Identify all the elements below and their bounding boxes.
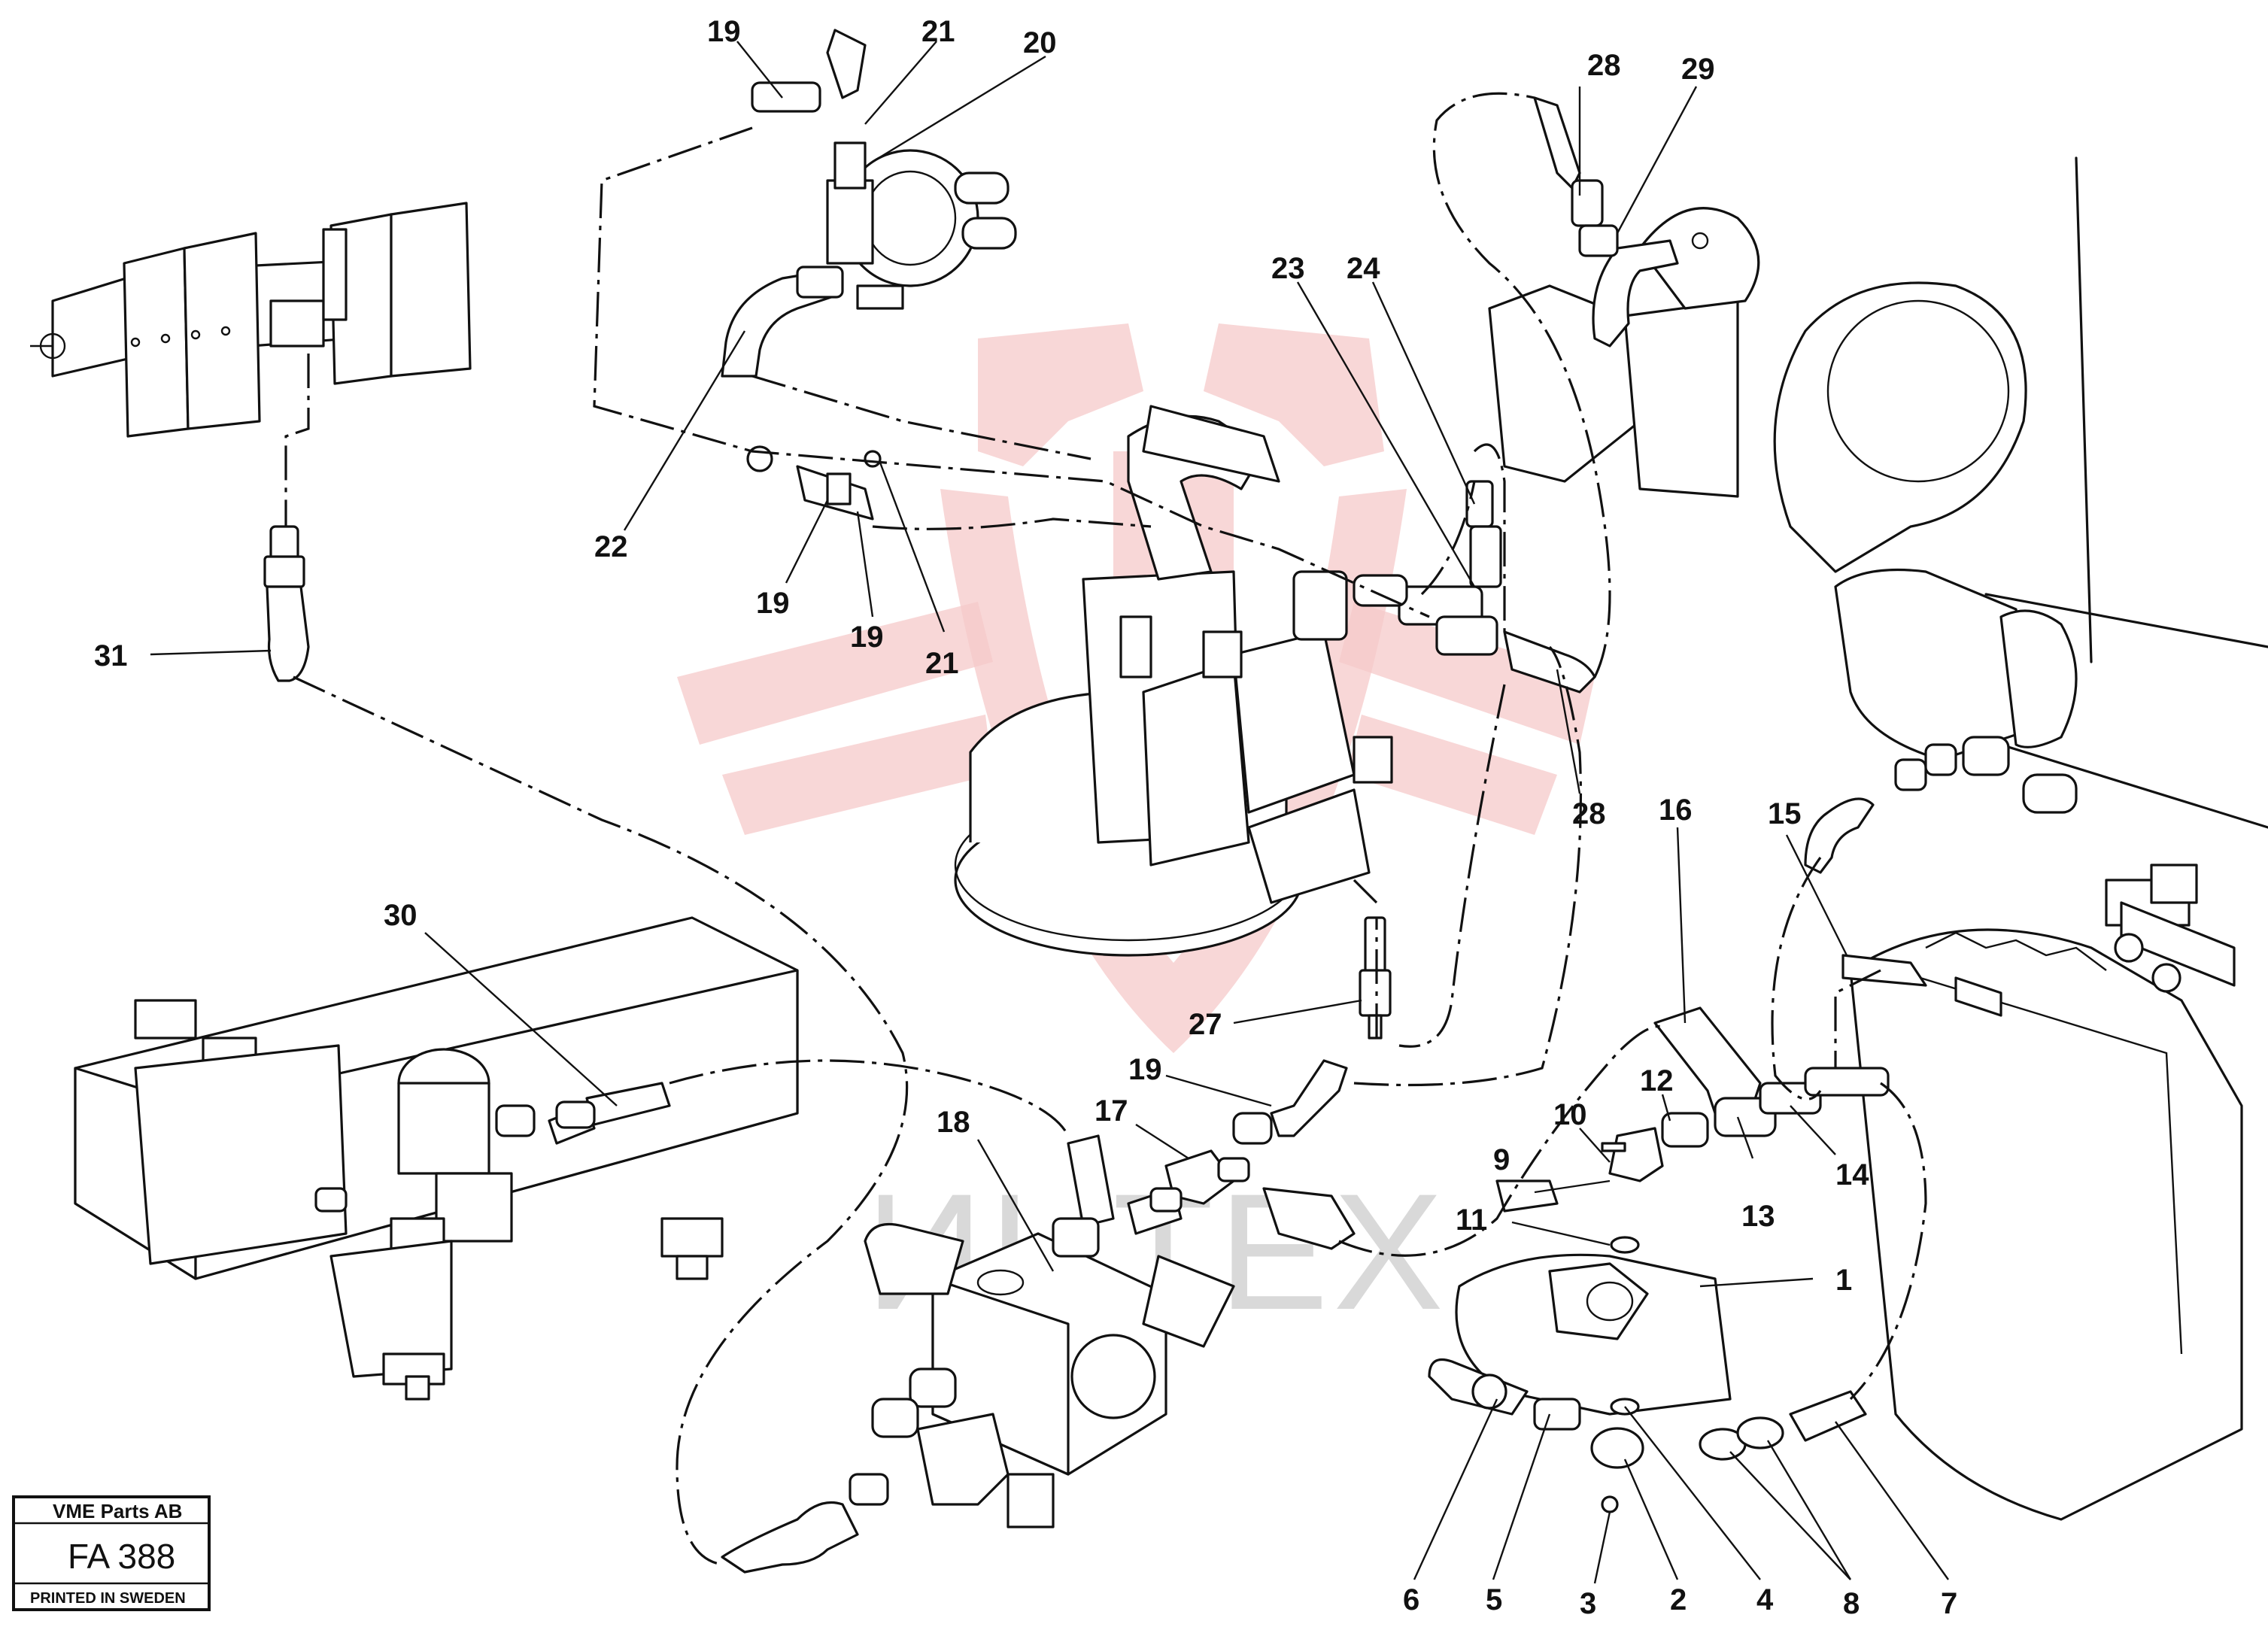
watermark-logo	[677, 323, 1595, 1053]
callout-25: 23	[1271, 252, 1305, 285]
bracket-top-right	[1488, 96, 1760, 498]
stamp-company: VME Parts AB	[53, 1500, 182, 1522]
callout-9: 9	[1493, 1143, 1510, 1176]
callout-31: 31	[94, 639, 128, 672]
callout-8: 8	[1843, 1587, 1860, 1620]
callout-5: 5	[1486, 1583, 1502, 1616]
callout-27: 27	[1189, 1008, 1222, 1041]
callout-28-top: 28	[1587, 49, 1621, 82]
callout-6: 6	[1403, 1583, 1419, 1616]
hose-clip-group	[746, 445, 882, 521]
callout-13: 13	[1741, 1200, 1775, 1233]
callout-30: 30	[384, 899, 417, 932]
callout-19-mid: 19	[850, 621, 884, 654]
control-block-bottom-left	[74, 916, 799, 1401]
hose-fitting-27	[1359, 916, 1392, 1040]
gearbox-bottom-right	[1428, 1179, 1867, 1513]
callout-labels: 19 21 20 28 29 23 24 22 19 19 21 31 28 1…	[94, 15, 1957, 1620]
callout-29: 29	[1681, 53, 1715, 86]
callout-1: 1	[1835, 1264, 1852, 1297]
center-motor-housing	[954, 405, 1393, 957]
callout-18: 18	[937, 1106, 970, 1139]
callout-26: 24	[1347, 252, 1380, 285]
callout-4: 4	[1756, 1583, 1774, 1616]
fitting-assembly-right	[1601, 1006, 1890, 1182]
valve-block-top-left	[30, 202, 472, 527]
callout-22: 20	[1023, 26, 1057, 59]
callout-16: 16	[1659, 794, 1693, 827]
callout-3: 3	[1580, 1587, 1596, 1620]
stamp-printed: PRINTED IN SWEDEN	[30, 1590, 186, 1607]
callout-20: 19	[756, 587, 790, 620]
hydraulic-pump-top	[751, 29, 1017, 310]
callout-21: 21	[925, 647, 959, 680]
callout-15: 15	[1768, 797, 1802, 830]
stamp-code: FA 388	[68, 1537, 175, 1576]
callout-28-mid: 28	[1572, 797, 1606, 830]
callout-23: 21	[921, 15, 955, 48]
callout-14: 14	[1835, 1158, 1869, 1191]
engine-housing-right	[1841, 864, 2243, 1521]
hose-30	[555, 1082, 671, 1129]
leader-lines	[150, 41, 1949, 1584]
callout-17: 17	[1095, 1094, 1128, 1128]
pipe-routes	[293, 92, 1927, 1566]
callout-12: 12	[1640, 1064, 1674, 1097]
callout-24: 22	[594, 530, 628, 563]
title-stamp: VME Parts AB FA 388 PRINTED IN SWEDEN	[12, 1495, 211, 1611]
valve-block-18	[721, 1134, 1235, 1574]
callout-10: 10	[1553, 1098, 1587, 1131]
callout-19-top: 19	[707, 15, 741, 48]
callout-7: 7	[1941, 1587, 1957, 1620]
hose-fitting-31	[263, 525, 310, 682]
tee-fitting-17	[1149, 1059, 1356, 1250]
tee-fitting-25-26	[1353, 480, 1596, 694]
callout-2: 2	[1670, 1583, 1687, 1616]
callout-19-low: 19	[1128, 1053, 1162, 1086]
motor-right	[1773, 156, 2268, 874]
callout-11: 11	[1456, 1204, 1487, 1237]
